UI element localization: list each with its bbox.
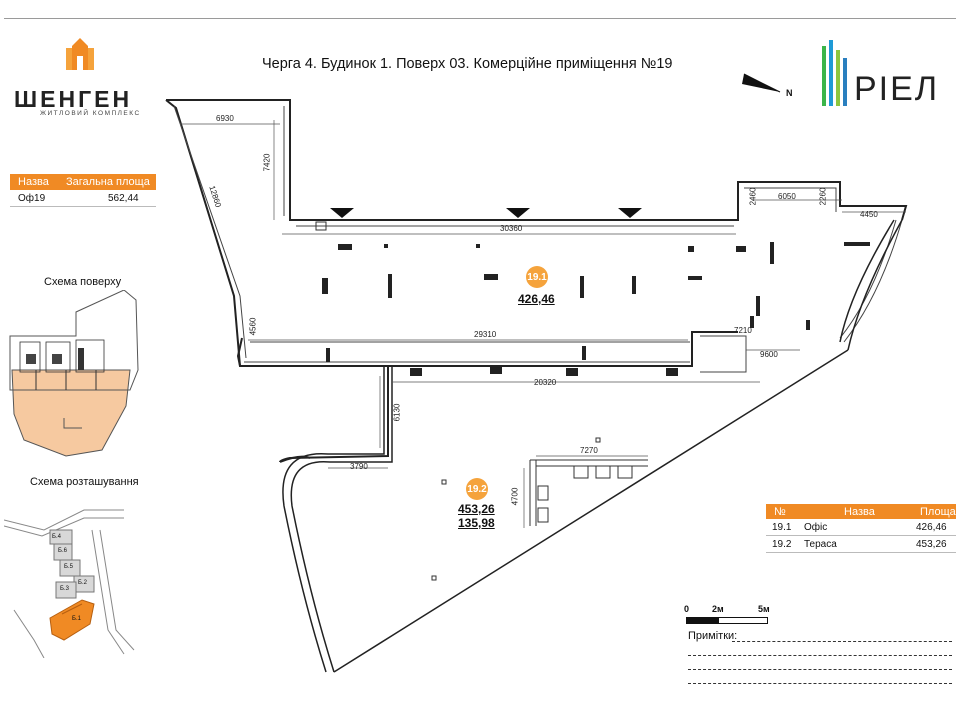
page-frame — [4, 18, 956, 719]
dimension-label: 3790 — [350, 462, 368, 471]
north-arrow — [740, 70, 790, 100]
rooms-header-number: № — [774, 505, 786, 518]
brand-name-right: PIEЛ — [854, 70, 940, 108]
rooms-cell-area: 453,26 — [916, 538, 947, 550]
summary-header-name: Назва — [18, 176, 49, 188]
scale-bar: 0 2м 5м — [684, 604, 784, 628]
dimension-label: 20320 — [534, 378, 557, 387]
dimension-label: 4450 — [860, 210, 878, 219]
scale-label: 5м — [758, 604, 770, 614]
dimension-label: 4560 — [248, 317, 258, 336]
rooms-header-name: Назва — [844, 505, 875, 518]
site-scheme-label: Схема розташування — [30, 476, 139, 488]
dimension-label: 6130 — [392, 403, 402, 422]
room-area-19-1: 426,46 — [518, 292, 555, 306]
rooms-cell-number: 19.2 — [772, 538, 792, 550]
rooms-cell-number: 19.1 — [772, 521, 792, 533]
room-badge-19-1: 19.1 — [526, 266, 548, 288]
north-arrow-icon — [742, 73, 781, 93]
room-area-19-2-secondary: 135,98 — [458, 516, 495, 530]
summary-header-area: Загальна площа — [66, 176, 150, 188]
dimension-label: 4700 — [510, 487, 520, 506]
rooms-table-header: № Назва Площа — [766, 504, 956, 519]
site-label: Б.5 — [64, 564, 73, 570]
notes-line — [688, 669, 952, 670]
summary-cell-name: Оф19 — [18, 192, 46, 204]
dimension-label: 7270 — [580, 446, 598, 455]
site-scheme-map — [3, 509, 135, 659]
table-row: 19.1 Офіс 426,46 — [766, 519, 956, 536]
site-scheme: Б.4 Б.6 Б.5 Б.2 Б.3 Б.1 — [3, 490, 144, 659]
table-row: 19.2 Тераса 453,26 — [766, 536, 956, 553]
floor-scheme — [6, 289, 144, 462]
notes-line — [732, 641, 952, 642]
summary-table: Назва Загальна площа Оф19 562,44 — [10, 174, 156, 207]
dimension-label: 29310 — [474, 330, 497, 339]
scale-bar-graphic — [686, 617, 768, 624]
room-badge-19-2: 19.2 — [466, 478, 488, 500]
brand-name-left: ШЕНГЕН — [14, 86, 133, 112]
rooms-header-area: Площа — [920, 505, 956, 518]
site-label: Б.6 — [58, 548, 67, 554]
rooms-cell-area: 426,46 — [916, 521, 947, 533]
room-area-19-2: 453,26 — [458, 502, 495, 516]
dimension-label: 7420 — [262, 153, 272, 172]
dimension-label: 7210 — [734, 326, 752, 335]
floor-plan-drawing — [165, 99, 908, 673]
north-label: N — [786, 88, 793, 98]
table-row: Оф19 562,44 — [10, 190, 156, 207]
floor-scheme-map — [9, 289, 139, 457]
notes-line — [688, 655, 952, 656]
notes-line — [688, 683, 952, 684]
rooms-table: № Назва Площа 19.1 Офіс 426,46 19.2 Тера… — [766, 504, 956, 553]
shengen-logo-icon — [66, 38, 94, 70]
dimension-label: 9600 — [760, 350, 778, 359]
dimension-label: 6050 — [778, 192, 796, 201]
site-label: Б.3 — [60, 586, 69, 592]
site-label: Б.2 — [78, 580, 87, 586]
summary-table-header: Назва Загальна площа — [10, 174, 156, 190]
scale-label: 2м — [712, 604, 724, 614]
riel-logo-icon — [822, 40, 847, 106]
dimension-label: 6930 — [216, 114, 234, 123]
dimension-label: 30360 — [500, 224, 523, 233]
brand-subtitle-left: ЖИТЛОВИЙ КОМПЛЕКС — [40, 110, 141, 117]
rooms-cell-name: Офіс — [804, 521, 828, 533]
floor-plan: 6930 7420 12860 30360 2460 6050 2260 445… — [160, 96, 920, 700]
rooms-cell-name: Тераса — [804, 538, 837, 550]
site-label: Б.4 — [52, 534, 61, 540]
site-label: Б.1 — [72, 616, 81, 622]
page-title: Черга 4. Будинок 1. Поверх 03. Комерційн… — [262, 56, 673, 72]
brand-logo-right — [820, 36, 850, 110]
scale-label: 0 — [684, 604, 690, 614]
notes-label: Примітки: — [688, 630, 738, 642]
dimension-label: 2260 — [818, 187, 828, 206]
summary-cell-area: 562,44 — [108, 192, 139, 204]
brand-logo-left — [60, 36, 100, 76]
dimension-label: 2460 — [748, 187, 758, 206]
floor-scheme-label: Схема поверху — [44, 276, 122, 288]
